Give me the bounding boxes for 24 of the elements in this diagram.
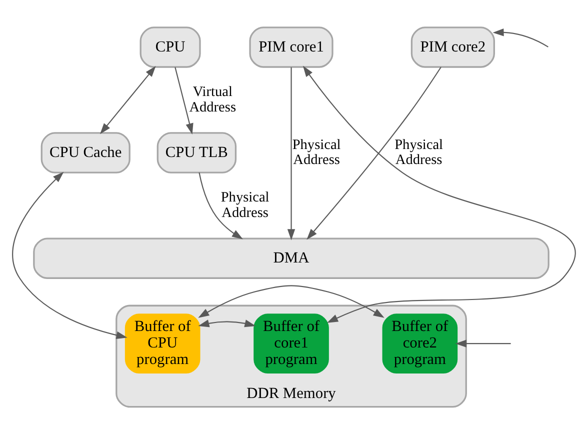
node-box: CPU — [140, 26, 201, 68]
node-box: PIM core1 — [249, 26, 334, 68]
edge-label: Virtual Address — [189, 84, 236, 116]
node-box: Buffer of CPU program — [124, 314, 200, 374]
arrow — [302, 66, 576, 323]
arrow — [198, 320, 256, 328]
node-box: Buffer of core2 program — [382, 314, 458, 374]
node-box: CPU Cache — [40, 132, 130, 174]
arrow — [198, 172, 243, 240]
arrow — [492, 28, 548, 48]
arrow — [287, 67, 296, 240]
arrow — [455, 340, 511, 348]
edge-label: Physical Address — [394, 136, 444, 168]
edge-label: Physical Address — [220, 190, 270, 221]
node-box: PIM core2 — [410, 26, 495, 68]
arrow — [100, 66, 156, 134]
node-box: CPU TLB — [156, 132, 237, 174]
node-box: Buffer of core1 program — [254, 314, 329, 374]
edge-label: Physical Address — [292, 136, 341, 168]
arrow — [306, 66, 442, 240]
arrow — [198, 285, 384, 318]
arrow — [174, 67, 194, 134]
arrow — [12, 172, 128, 339]
node-box: DMA — [33, 238, 550, 279]
